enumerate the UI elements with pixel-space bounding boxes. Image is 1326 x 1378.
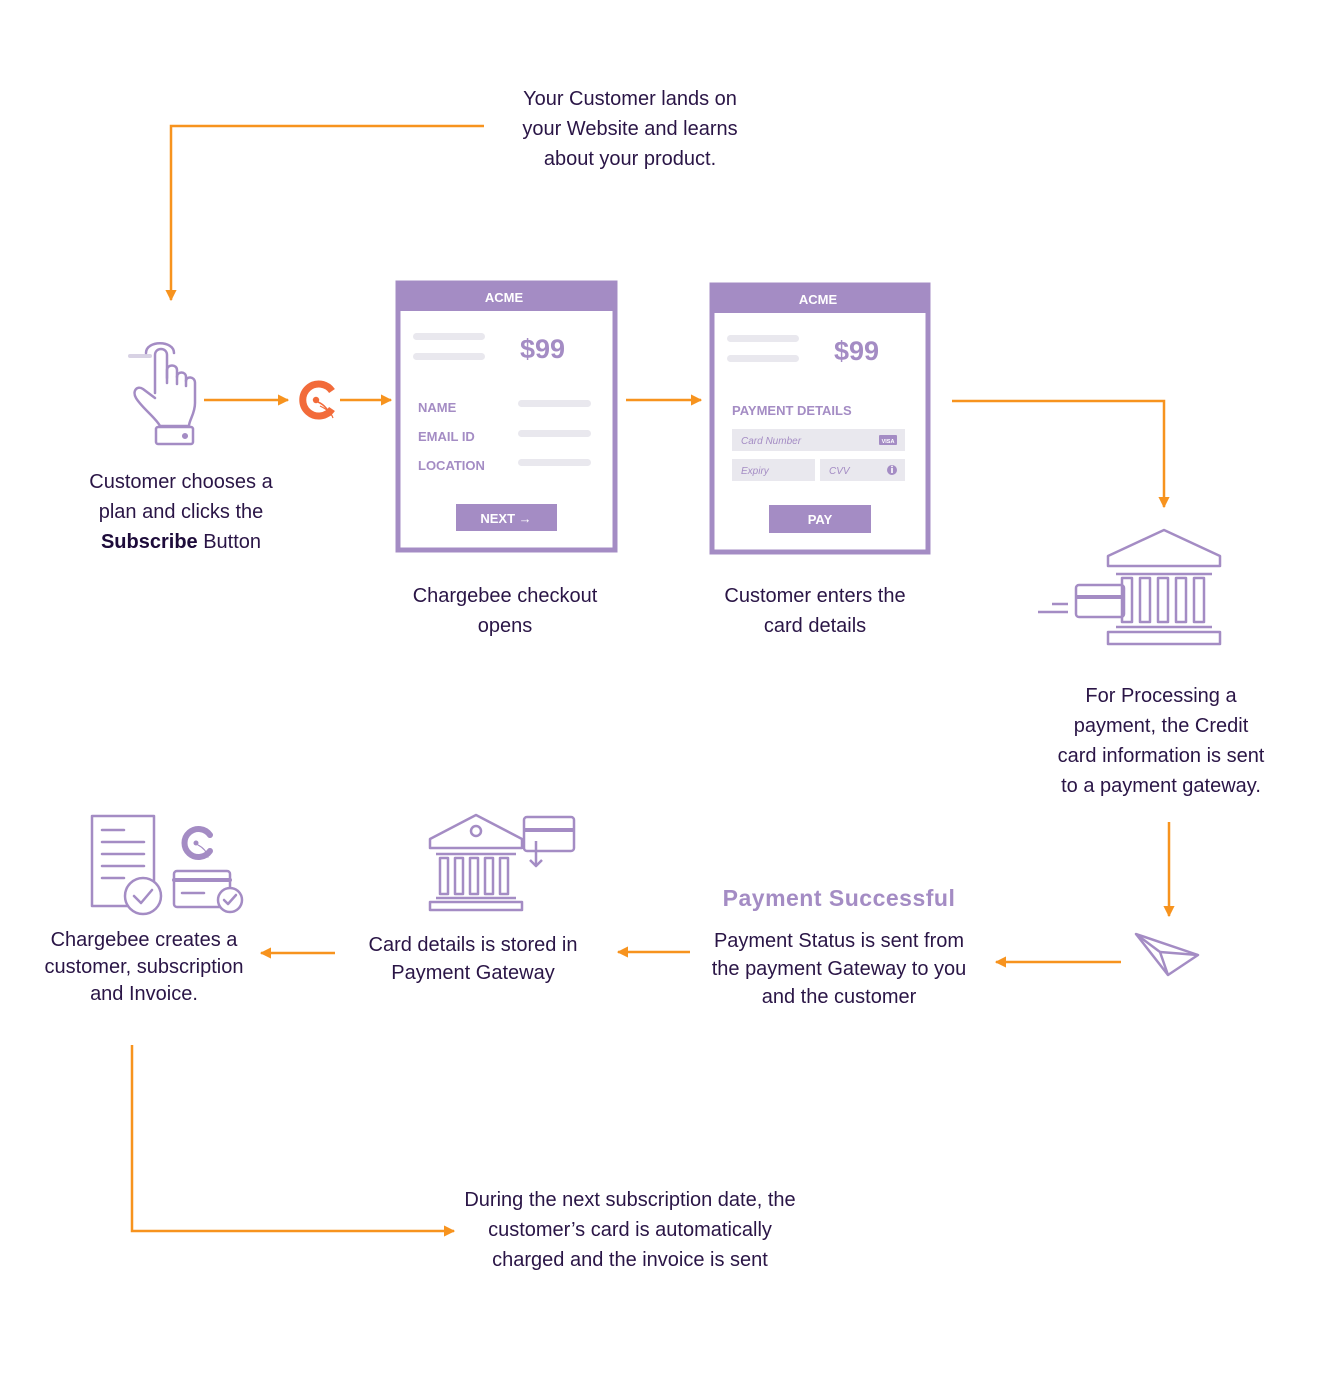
processing-line-1: For Processing a bbox=[1085, 685, 1237, 707]
subscribe-bold: Subscribe bbox=[100, 531, 198, 553]
visa-icon-label: VISA bbox=[882, 439, 895, 445]
name-field-label: NAME bbox=[418, 400, 457, 415]
arrow-landing-to-subscribe bbox=[165, 124, 484, 302]
checkout-form: ACME $99 NAME EMAIL ID LOCATION NEXT → bbox=[395, 280, 618, 553]
invoice-group-icon bbox=[90, 814, 244, 916]
processing-line-4: to a payment gateway. bbox=[1061, 775, 1261, 797]
location-field[interactable] bbox=[518, 459, 591, 466]
pay-button[interactable]: PAY bbox=[769, 505, 871, 533]
pay-button-label: PAY bbox=[808, 512, 833, 527]
processing-step-text: For Processing a payment, the Credit car… bbox=[1030, 681, 1292, 801]
card-entry-line-1: Customer enters the bbox=[724, 585, 906, 607]
location-field-label: LOCATION bbox=[418, 458, 485, 473]
bank-store-icon bbox=[428, 813, 576, 912]
payment-form: ACME $99 PAYMENT DETAILS Card Number VIS… bbox=[709, 282, 931, 555]
checkout-line-1: Chargebee checkout bbox=[412, 585, 598, 607]
created-step-text: Chargebee creates a customer, subscripti… bbox=[24, 927, 264, 1008]
bank-card-icon bbox=[1038, 528, 1222, 646]
speed-lines bbox=[1038, 602, 1068, 614]
payment-status-line-1: Payment Status is sent from bbox=[713, 930, 965, 952]
payment-status-step-text: Payment Status is sent from the payment … bbox=[689, 927, 989, 1011]
landing-step-text: Your Customer lands on your Website and … bbox=[480, 84, 780, 174]
tap-hand-icon bbox=[128, 342, 197, 446]
email-field-label: EMAIL ID bbox=[418, 429, 475, 444]
stored-line-1: Card details is stored in bbox=[368, 934, 578, 956]
landing-line-3: about your product. bbox=[543, 148, 717, 170]
subscribe-line-3: Subscribe Button bbox=[56, 527, 306, 557]
processing-line-3: card information is sent bbox=[1057, 745, 1265, 767]
checkout-brand: ACME bbox=[485, 290, 524, 305]
checkout-price: $99 bbox=[520, 334, 565, 364]
chargebee-logo-icon bbox=[181, 826, 213, 860]
card-check-icon bbox=[172, 869, 244, 914]
subscribe-step-text: Customer chooses a plan and clicks the S… bbox=[56, 467, 306, 557]
renewal-step-text: During the next subscription date, the c… bbox=[430, 1185, 830, 1275]
expiry-placeholder: Expiry bbox=[741, 466, 770, 477]
subscribe-button-word: Button bbox=[197, 531, 262, 553]
name-field[interactable] bbox=[518, 400, 591, 407]
bank-icon bbox=[428, 813, 524, 912]
flow-arrows bbox=[130, 124, 1175, 1237]
renewal-line-1: During the next subscription date, the bbox=[464, 1189, 796, 1211]
payment-status-line-3: and the customer bbox=[761, 986, 917, 1008]
email-field[interactable] bbox=[518, 430, 591, 437]
card-number-input[interactable]: Card Number VISA bbox=[732, 429, 905, 451]
landing-line-2: your Website and learns bbox=[522, 118, 738, 140]
next-button[interactable]: NEXT → bbox=[456, 504, 557, 531]
expiry-input[interactable]: Expiry bbox=[732, 459, 815, 481]
bank-icon bbox=[1106, 528, 1222, 646]
arrow-payment-to-bank bbox=[952, 399, 1170, 509]
checkout-step-text: Chargebee checkout opens bbox=[380, 581, 630, 641]
next-button-label: NEXT → bbox=[480, 511, 531, 526]
payment-brand: ACME bbox=[799, 292, 838, 307]
payment-details-heading: PAYMENT DETAILS bbox=[732, 403, 852, 418]
stored-line-2: Payment Gateway bbox=[391, 962, 555, 984]
stored-step-text: Card details is stored in Payment Gatewa… bbox=[338, 931, 608, 987]
paper-plane-icon bbox=[1134, 932, 1200, 977]
subscribe-line-1: Customer chooses a bbox=[89, 471, 273, 493]
created-line-2: customer, subscription bbox=[44, 956, 244, 978]
credit-card-icon bbox=[1074, 583, 1126, 619]
card-entry-step-text: Customer enters the card details bbox=[690, 581, 940, 641]
landing-line-1: Your Customer lands on bbox=[523, 88, 737, 110]
checkout-line-2: opens bbox=[477, 615, 533, 637]
card-entry-line-2: card details bbox=[763, 615, 867, 637]
arrow-created-to-renewal bbox=[130, 1045, 456, 1237]
created-line-3: and Invoice. bbox=[90, 983, 198, 1005]
cvv-input[interactable]: CVV bbox=[820, 459, 905, 481]
payment-price: $99 bbox=[834, 336, 879, 366]
created-line-1: Chargebee creates a bbox=[50, 929, 238, 951]
processing-line-2: payment, the Credit bbox=[1073, 715, 1249, 737]
chargebee-logo-icon bbox=[299, 380, 335, 420]
subscribe-line-2: plan and clicks the bbox=[98, 501, 264, 523]
invoice-icon bbox=[90, 814, 163, 916]
renewal-line-2: customer’s card is automatically bbox=[488, 1219, 772, 1241]
card-number-placeholder: Card Number bbox=[741, 436, 802, 447]
payment-status-line-2: the payment Gateway to you bbox=[711, 958, 967, 980]
credit-card-icon bbox=[522, 815, 576, 868]
renewal-line-3: charged and the invoice is sent bbox=[492, 1249, 768, 1271]
visa-icon bbox=[879, 435, 897, 445]
cvv-placeholder: CVV bbox=[829, 466, 851, 477]
payment-successful-heading: Payment Successful bbox=[722, 885, 956, 911]
